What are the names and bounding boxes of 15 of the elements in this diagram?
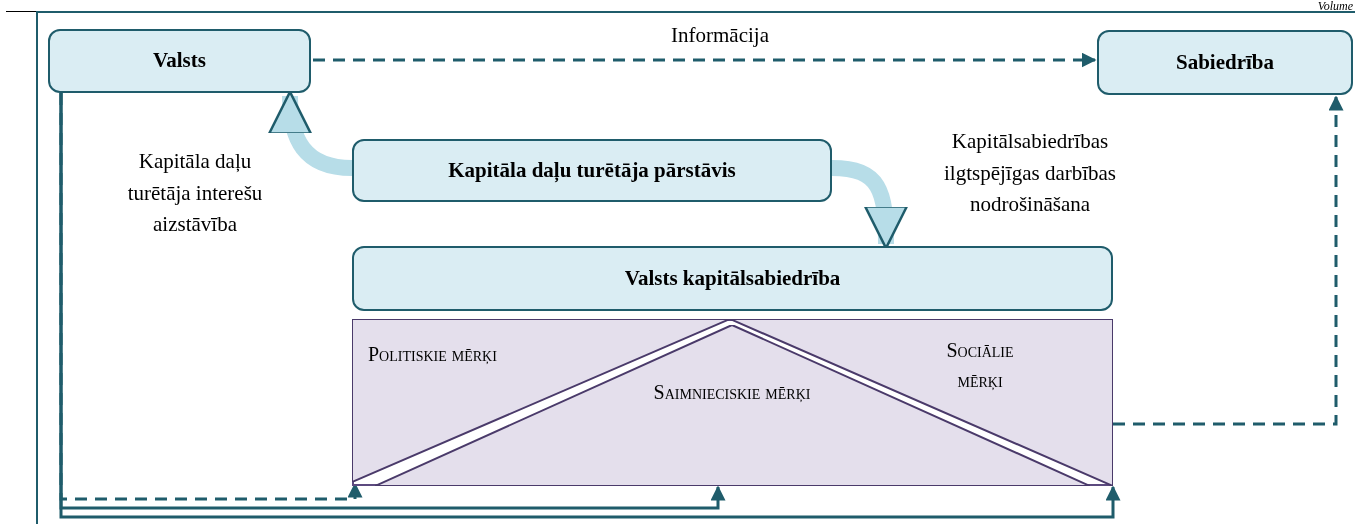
curved-block-arrow (269, 90, 353, 176)
rounded-box: Valsts kapitālsabiedrība (352, 246, 1113, 311)
arrow (59, 93, 1121, 519)
goal-label: Saimnieciskie mērķi (652, 380, 812, 405)
edge-label: Informācija (670, 22, 770, 49)
rounded-box: Sabiedrība (1097, 30, 1353, 95)
header-text: Volume (1317, 0, 1353, 15)
edge-label: Kapitālsabiedrības ilgtspējīgas darbības nodrošināšana (942, 128, 1118, 218)
arrow (313, 52, 1097, 68)
rounded-box: Kapitāla daļu turētāja pārstāvis (352, 139, 832, 202)
goal-label: Politiskie mērķi (368, 342, 498, 367)
edge-label: Kapitāla daļu turētāja interešu aizstāvība (126, 148, 264, 238)
goal-label: Sociālie mērķi (945, 338, 1015, 393)
rounded-box: Valsts (48, 29, 311, 93)
arrow (1113, 95, 1344, 426)
